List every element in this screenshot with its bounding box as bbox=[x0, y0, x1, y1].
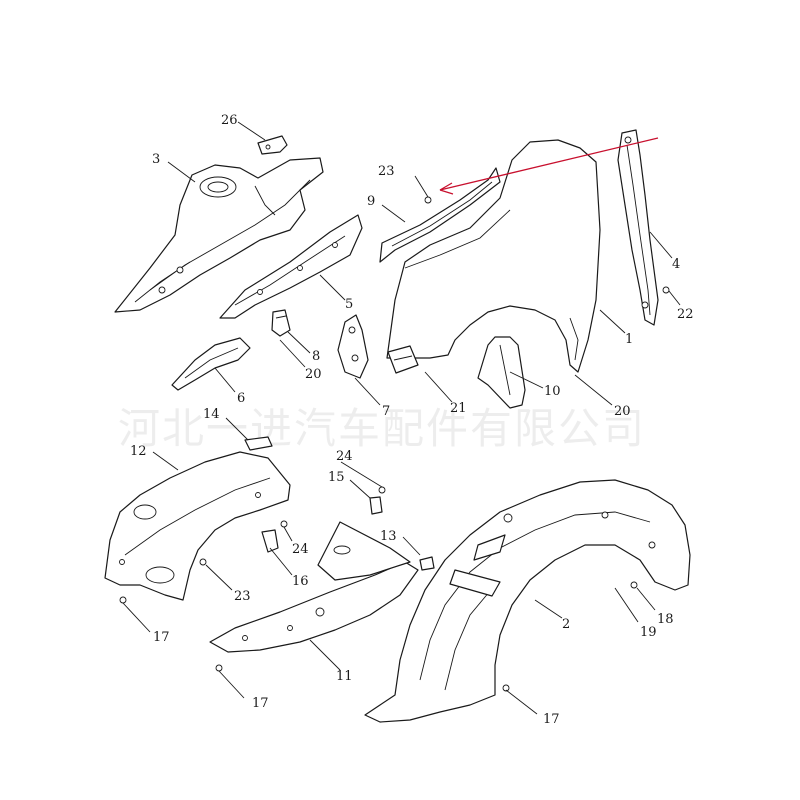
callout-24-upper: 24 bbox=[336, 449, 353, 464]
callout-5: 5 bbox=[345, 297, 353, 312]
part-14-bracket bbox=[244, 436, 273, 451]
part-23-fastener-lower bbox=[199, 558, 207, 566]
part-3-shock-tower bbox=[114, 157, 324, 313]
part-21-clip-plate bbox=[387, 345, 419, 374]
part-6-lower-bracket bbox=[171, 337, 251, 391]
callout-20-right: 20 bbox=[614, 404, 631, 419]
callout-19: 19 bbox=[640, 625, 657, 640]
part-5-upper-rail bbox=[219, 214, 363, 319]
part-1-fender bbox=[386, 139, 601, 373]
part-17-fastener-right bbox=[502, 684, 510, 692]
callout-labels: 1 2 3 4 5 6 7 8 9 10 11 12 13 14 15 16 1… bbox=[130, 113, 694, 727]
callout-3: 3 bbox=[152, 152, 160, 167]
callout-22: 22 bbox=[677, 307, 694, 322]
part-15-clip bbox=[369, 496, 383, 515]
callout-17-left: 17 bbox=[153, 630, 170, 645]
part-4-seal-strip bbox=[617, 129, 659, 326]
callout-21: 21 bbox=[450, 401, 467, 416]
callout-13: 13 bbox=[380, 529, 397, 544]
part-12-inner-panel bbox=[104, 451, 291, 601]
part-2-wheelhouse-liner bbox=[364, 479, 691, 723]
part-7-bracket bbox=[337, 314, 369, 379]
part-22-fastener bbox=[662, 286, 670, 294]
part-24-fastener-lower bbox=[280, 520, 288, 528]
callout-23-top: 23 bbox=[378, 164, 395, 179]
callout-11: 11 bbox=[336, 669, 353, 684]
callout-7: 7 bbox=[382, 404, 390, 419]
leader-lines bbox=[122, 121, 681, 715]
callout-8: 8 bbox=[312, 349, 320, 364]
part-9-fender-rail bbox=[379, 167, 501, 263]
part-11-lower-apron bbox=[209, 521, 419, 653]
part-8-plate bbox=[271, 309, 291, 337]
callout-17-right: 17 bbox=[543, 712, 560, 727]
callout-10: 10 bbox=[544, 384, 561, 399]
red-arrow-icon bbox=[439, 137, 659, 195]
callout-24-lower: 24 bbox=[292, 542, 309, 557]
part-16-bracket bbox=[261, 529, 279, 553]
callout-4: 4 bbox=[672, 257, 680, 272]
callout-20-left: 20 bbox=[305, 367, 322, 382]
part-17-fastener-center bbox=[215, 664, 223, 672]
part-10-mudflap bbox=[477, 336, 526, 409]
part-13-clip bbox=[419, 556, 435, 571]
callout-15: 15 bbox=[328, 470, 345, 485]
part-24-fastener-upper bbox=[378, 486, 386, 494]
callout-14: 14 bbox=[203, 407, 220, 422]
callout-9: 9 bbox=[367, 194, 375, 209]
callout-2: 2 bbox=[562, 617, 570, 632]
part-23-fastener-top bbox=[424, 196, 432, 204]
callout-1: 1 bbox=[625, 332, 633, 347]
part-26-bracket bbox=[257, 135, 288, 155]
part-18-fastener bbox=[630, 581, 638, 589]
callout-26: 26 bbox=[221, 113, 238, 128]
callout-17-center: 17 bbox=[252, 696, 269, 711]
callout-23-lower: 23 bbox=[234, 589, 251, 604]
callout-6: 6 bbox=[237, 391, 245, 406]
callout-18: 18 bbox=[657, 612, 674, 627]
watermark-text: 河北一进汽车配件有限公司 bbox=[118, 404, 646, 453]
callout-12: 12 bbox=[130, 444, 147, 459]
callout-16: 16 bbox=[292, 574, 309, 589]
part-17-fastener-left bbox=[119, 596, 127, 604]
